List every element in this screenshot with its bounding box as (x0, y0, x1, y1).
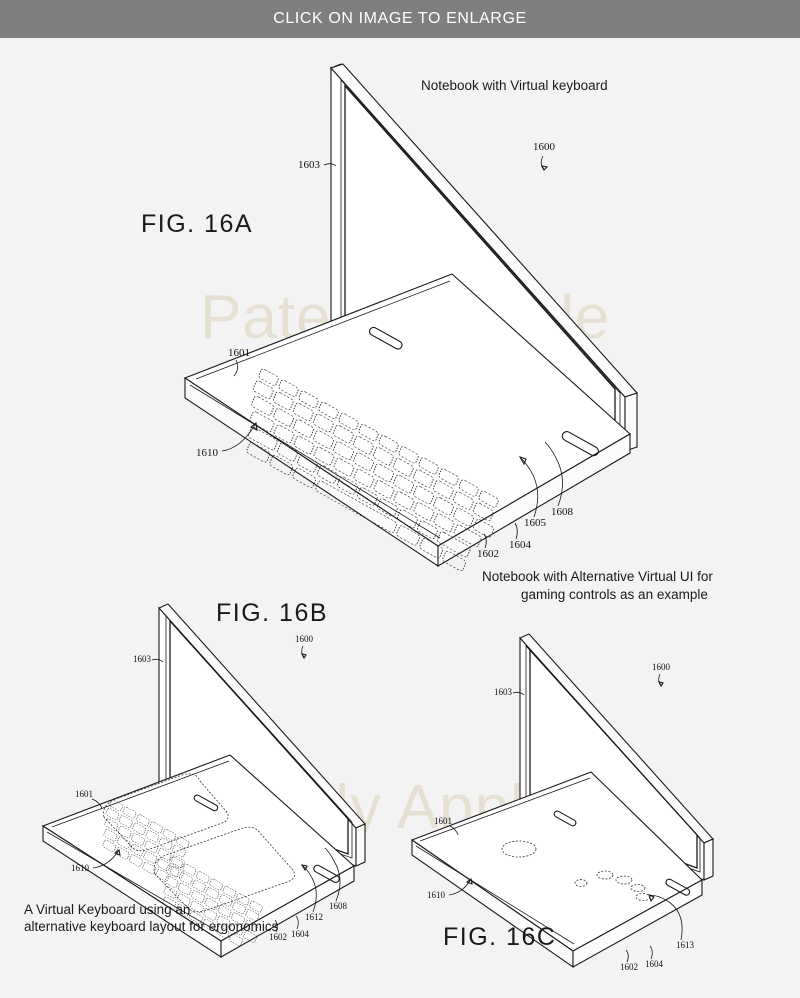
ref-1603-fig16b: 1603 (133, 654, 152, 664)
ref-1612-fig16b: 1612 (305, 912, 323, 922)
fig16a-base (183, 273, 631, 568)
virtual-joystick-pad[interactable] (501, 840, 537, 858)
fig-16b-label: FIG. 16B (216, 599, 328, 627)
ref-1604-fig16c: 1604 (645, 959, 664, 969)
figure-16b[interactable]: 1603 1600 1601 1610 1602 1604 1612 1608 (24, 599, 366, 959)
ref-1604-fig16a: 1604 (509, 539, 532, 551)
patent-figure-sheet[interactable]: Patently Apple (0, 38, 800, 998)
fig-16a-caption: Notebook with Virtual keyboard (421, 78, 608, 93)
fig16a-reference-callouts: 1603 1600 1601 1610 1602 1604 1605 1608 (196, 141, 574, 560)
ref-1603-fig16a: 1603 (298, 159, 321, 171)
ref-1608-fig16b: 1608 (329, 901, 348, 911)
fig16c-hinge (553, 810, 691, 896)
banner-label: CLICK ON IMAGE TO ENLARGE (273, 10, 527, 27)
ref-1610-fig16b: 1610 (71, 863, 90, 873)
fig16a-hinge (369, 326, 599, 457)
figure-16a[interactable]: 1603 1600 1601 1610 1602 1604 1605 1608 (141, 63, 638, 578)
fig-16c-label: FIG. 16C (443, 923, 556, 951)
ref-1601-fig16b: 1601 (75, 789, 93, 799)
fig16b-ergonomic-keyboard[interactable] (94, 773, 295, 952)
ref-1602-fig16c: 1602 (620, 962, 638, 972)
virtual-button-1[interactable] (574, 879, 588, 887)
virtual-button-2[interactable] (596, 870, 614, 880)
ref-1608-fig16a: 1608 (551, 506, 574, 518)
click-to-enlarge-banner[interactable]: CLICK ON IMAGE TO ENLARGE (0, 0, 800, 38)
ref-1604-fig16b: 1604 (291, 929, 310, 939)
virtual-button-3[interactable] (615, 875, 633, 885)
fig-16c-caption-line1: Notebook with Alternative Virtual UI for (482, 569, 713, 584)
fig16b-hinge (193, 794, 340, 883)
fig16c-base (410, 771, 703, 969)
ref-1603-fig16c: 1603 (494, 687, 513, 697)
fig16b-reference-callouts: 1603 1600 1601 1610 1602 1604 1612 1608 (71, 634, 348, 942)
ref-1602-fig16b: 1602 (269, 932, 287, 942)
virtual-button-4[interactable] (630, 884, 646, 892)
ref-1600-fig16b: 1600 (295, 634, 314, 644)
ref-1610-fig16a: 1610 (196, 447, 219, 459)
ref-1600-fig16a: 1600 (533, 141, 556, 153)
ref-1601-fig16a: 1601 (228, 347, 250, 359)
fig16c-reference-callouts: 1603 1600 1601 1610 1602 1604 1613 (427, 662, 695, 972)
fig-16a-label: FIG. 16A (141, 210, 253, 238)
ref-1605-fig16a: 1605 (524, 517, 547, 529)
ref-1613-fig16c: 1613 (676, 940, 695, 950)
ref-1602-fig16a: 1602 (477, 548, 499, 560)
ref-1601-fig16c: 1601 (434, 816, 452, 826)
fig-16b-caption-line2: alternative keyboard layout for ergonomi… (24, 919, 279, 934)
ref-1610-fig16c: 1610 (427, 890, 446, 900)
fig-16b-caption-line1: A Virtual Keyboard using an (24, 902, 190, 917)
figure-16c[interactable]: 1603 1600 1601 1610 1602 1604 1613 FIG. … (410, 569, 714, 972)
ref-1600-fig16c: 1600 (652, 662, 671, 672)
fig-16c-caption-line2: gaming controls as an example (521, 587, 708, 602)
